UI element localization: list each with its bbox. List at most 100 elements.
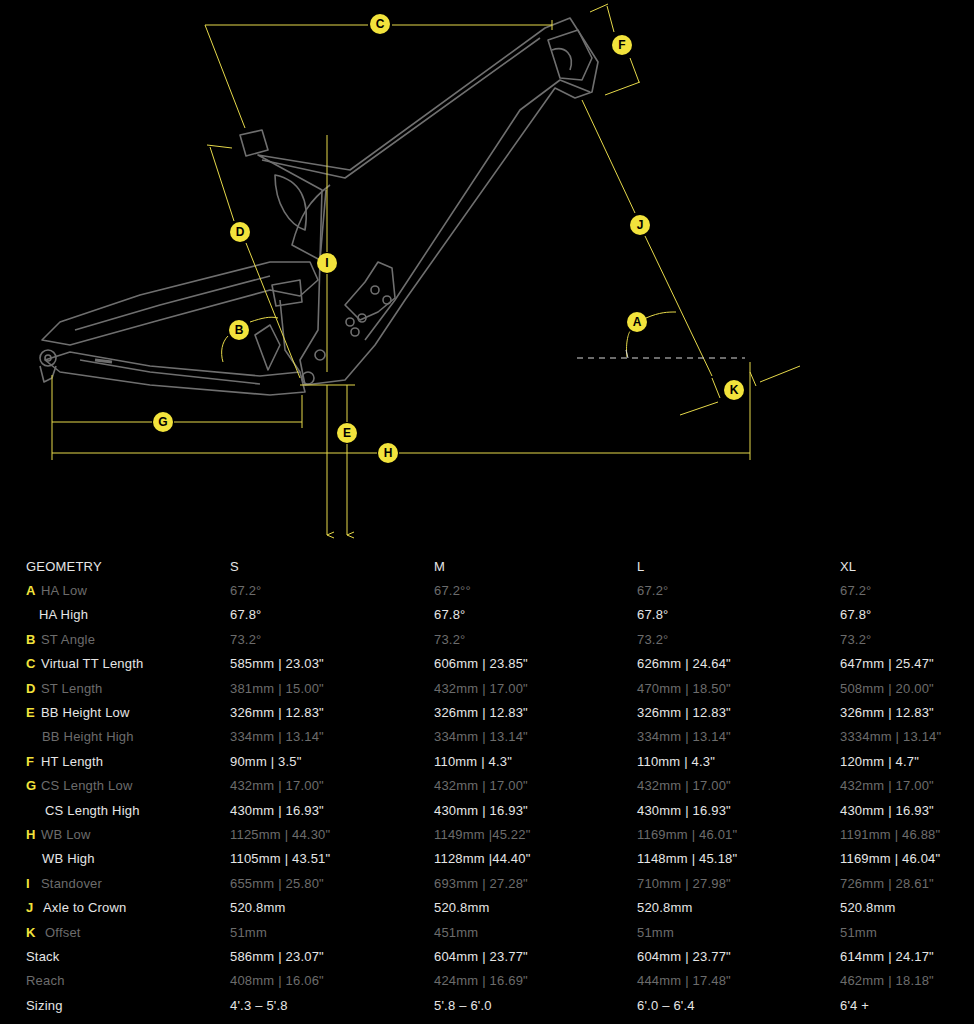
table-cell: 430mm | 16.93" (434, 803, 528, 819)
table-cell: 606mm | 23.85" (434, 656, 528, 672)
table-cell: 334mm | 13.14" (434, 729, 528, 745)
callout-circle: E (337, 423, 357, 443)
table-cell: 430mm | 16.93" (637, 803, 731, 819)
table-cell: 3334mm | 13.14" (840, 729, 941, 745)
dimension-letter: K (26, 925, 36, 941)
table-cell: 693mm | 27.28" (434, 876, 528, 892)
table-cell: 470mm | 18.50" (637, 681, 731, 697)
table-cell: 1149mm |45.22" (434, 827, 531, 843)
table-cell: 67.8° (637, 607, 669, 623)
row-name: WB Low (41, 827, 91, 843)
size-header: XL (840, 559, 856, 575)
table-cell: 67.8° (434, 607, 466, 623)
table-cell: 6'4 + (840, 998, 869, 1014)
table-cell: 424mm | 16.69" (434, 973, 528, 989)
callout-circle: K (724, 380, 744, 400)
table-cell: 1191mm | 46.88" (840, 827, 940, 843)
table-cell: 444mm | 17.48" (637, 973, 731, 989)
callout-letter: A (633, 316, 642, 328)
table-cell: 1169mm | 46.01" (637, 827, 737, 843)
table-cell: 110mm | 4.3" (637, 754, 715, 770)
table-cell: 1128mm |44.40" (434, 851, 531, 867)
table-cell: 67.2° (637, 583, 669, 599)
size-header: L (637, 559, 644, 575)
row-name: HT Length (41, 754, 103, 770)
table-cell: 110mm | 4.3" (434, 754, 512, 770)
table-cell: 451mm (434, 925, 478, 941)
row-name: CS Length High (45, 803, 140, 819)
table-cell: 430mm | 16.93" (840, 803, 934, 819)
table-cell: 73.2° (434, 632, 466, 648)
table-cell: 67.8° (230, 607, 262, 623)
row-name: HA High (39, 607, 88, 623)
row-name: ST Length (41, 681, 103, 697)
callout-letter: F (618, 39, 625, 51)
table-cell: 120mm | 4.7" (840, 754, 919, 770)
table-cell: 626mm | 24.64" (637, 656, 731, 672)
row-name: BB Height Low (41, 705, 130, 721)
table-cell: 326mm | 12.83" (230, 705, 324, 721)
table-cell: 1125mm | 44.30" (230, 827, 330, 843)
callout-letter: K (730, 384, 739, 396)
table-cell: 604mm | 23.77" (434, 949, 528, 965)
row-name: Stack (26, 949, 60, 965)
dimension-letter: F (26, 754, 34, 770)
dimension-letter: E (26, 705, 35, 721)
row-name: WB High (42, 851, 95, 867)
callout-letter: I (325, 257, 328, 269)
table-cell: 4'.3 – 5'.8 (230, 998, 288, 1014)
table-cell: 432mm | 17.00" (434, 778, 528, 794)
row-name: Standover (41, 876, 102, 892)
table-cell: 710mm | 27.98" (637, 876, 731, 892)
callout-circle: H (378, 443, 398, 463)
callout-circle: C (370, 14, 390, 34)
table-cell: 520.8mm (637, 900, 693, 916)
table-cell: 334mm | 13.14" (637, 729, 731, 745)
callout-letter: G (158, 416, 167, 428)
table-cell: 90mm | 3.5" (230, 754, 302, 770)
table-cell: 520.8mm (840, 900, 896, 916)
table-cell: 432mm | 17.00" (230, 778, 324, 794)
table-cell: 51mm (840, 925, 877, 941)
size-header: S (230, 559, 239, 575)
table-cell: 655mm | 25.80" (230, 876, 324, 892)
table-cell: 6'.0 – 6'.4 (637, 998, 695, 1014)
dimension-letter: I (26, 876, 30, 892)
callout-circle: B (229, 320, 249, 340)
row-name: BB Height High (42, 729, 134, 745)
row-name: Virtual TT Length (41, 656, 143, 672)
table-cell: 647mm | 25.47" (840, 656, 934, 672)
table-header: GEOMETRY (26, 559, 102, 575)
table-cell: 73.2° (637, 632, 669, 648)
row-name: Offset (45, 925, 81, 941)
dimension-letter: D (26, 681, 36, 697)
callout-letter: E (343, 427, 351, 439)
table-cell: 585mm | 23.03" (230, 656, 324, 672)
table-cell: 67.2° (230, 583, 262, 599)
table-cell: 726mm | 28.61" (840, 876, 934, 892)
table-cell: 508mm | 20.00" (840, 681, 934, 697)
row-name: Reach (26, 973, 65, 989)
table-cell: 432mm | 17.00" (637, 778, 731, 794)
callout-circle: A (627, 312, 647, 332)
callout-circle: G (153, 412, 173, 432)
table-cell: 604mm | 23.77" (637, 949, 731, 965)
table-cell: 586mm | 23.07" (230, 949, 324, 965)
callout-circle: J (630, 215, 650, 235)
table-cell: 67.2°° (434, 583, 471, 599)
table-cell: 51mm (230, 925, 267, 941)
row-name: Axle to Crown (43, 900, 127, 916)
table-cell: 432mm | 17.00" (434, 681, 528, 697)
table-cell: 408mm | 16.06" (230, 973, 324, 989)
table-cell: 381mm | 15.00" (230, 681, 324, 697)
table-cell: 51mm (637, 925, 674, 941)
callout-circle: I (317, 253, 337, 273)
row-name: CS Length Low (41, 778, 133, 794)
callout-letter: J (637, 219, 644, 231)
dimension-letter: B (26, 632, 36, 648)
table-cell: 430mm | 16.93" (230, 803, 324, 819)
callout-letter: H (384, 447, 393, 459)
table-cell: 67.2° (840, 583, 872, 599)
table-cell: 520.8mm (230, 900, 286, 916)
